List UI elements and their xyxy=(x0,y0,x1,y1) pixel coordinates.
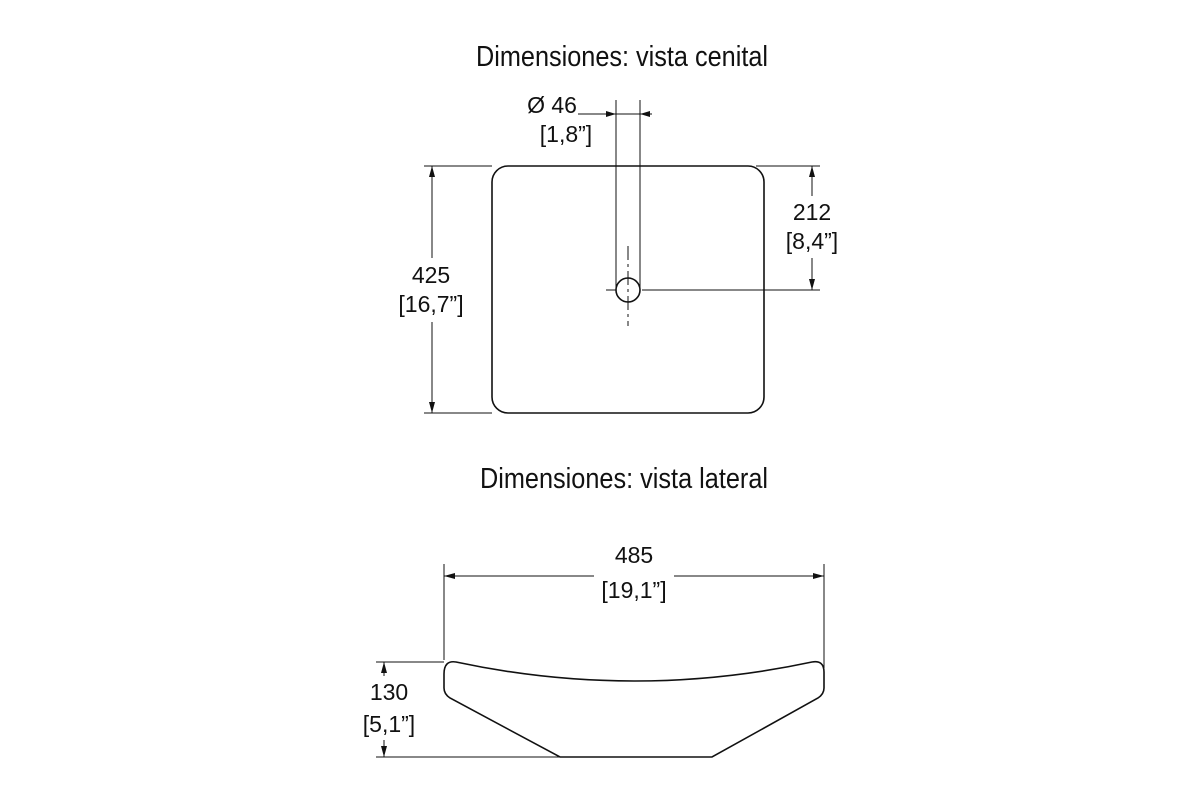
offset-arrow-bottom xyxy=(809,279,815,290)
top-view-title: Dimensiones: vista cenital xyxy=(476,41,768,73)
width-arrow-left xyxy=(444,573,455,579)
drain-diameter-in: [1,8”] xyxy=(540,121,592,147)
depth-mm: 425 xyxy=(412,262,450,288)
drain-diameter-mm: Ø 46 xyxy=(527,92,577,118)
width-mm: 485 xyxy=(615,542,653,568)
offset-in: [8,4”] xyxy=(786,228,838,254)
width-label-bg xyxy=(594,566,674,586)
width-in: [19,1”] xyxy=(601,577,666,603)
drain-arrow-left xyxy=(606,111,616,117)
basin-side-outline xyxy=(443,660,825,758)
height-label-bg xyxy=(354,676,424,740)
offset-label-bg xyxy=(778,196,846,258)
offset-mm: 212 xyxy=(793,199,831,225)
depth-in: [16,7”] xyxy=(398,291,463,317)
offset-arrow-top xyxy=(809,166,815,177)
top-view: Dimensiones: vista cenital Ø 46 [1,8”] 4… xyxy=(392,41,846,414)
depth-label-bg xyxy=(392,258,472,322)
height-mm: 130 xyxy=(370,679,408,705)
depth-arrow-top xyxy=(429,166,435,177)
height-arrow-top xyxy=(381,662,387,673)
side-view: Dimensiones: vista lateral 485 [19,1”] 1… xyxy=(354,463,825,758)
depth-arrow-bottom xyxy=(429,402,435,413)
side-view-title: Dimensiones: vista lateral xyxy=(480,463,768,495)
height-in: [5,1”] xyxy=(363,711,415,737)
width-arrow-right xyxy=(813,573,824,579)
height-arrow-bottom xyxy=(381,746,387,757)
